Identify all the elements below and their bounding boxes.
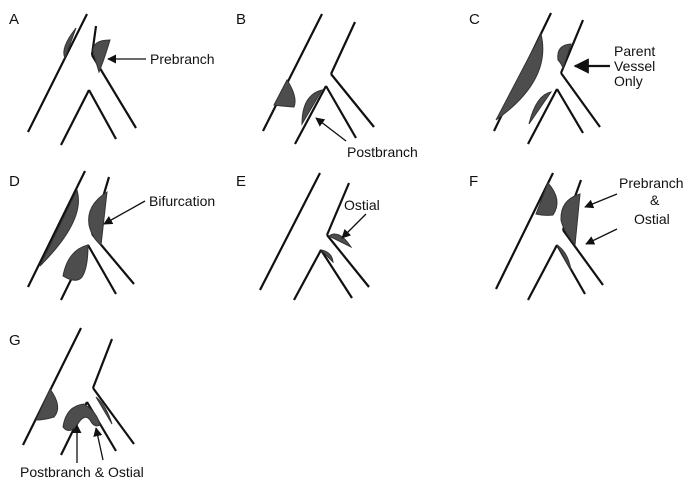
vessel-outline — [493, 12, 601, 145]
lesion-label: Prebranch — [150, 51, 215, 67]
vessel-outline — [22, 327, 135, 456]
lesion-label: Ostial — [344, 197, 380, 213]
vessel-outline — [27, 13, 137, 146]
lesion-label-line-3: Ostial — [634, 211, 670, 227]
panel-letter: G — [9, 332, 21, 349]
panel-letter: D — [9, 173, 20, 190]
label-arrow — [315, 117, 347, 142]
plaque-carina-right — [88, 191, 108, 246]
plaque-prebranch-ostial — [560, 193, 581, 247]
plaque-parent-left — [35, 388, 59, 421]
lesion-label-line-3: Only — [614, 73, 643, 89]
lesion-label-line-2: Vessel — [614, 58, 655, 74]
label-arrow-upper — [584, 193, 618, 209]
panel-b: B Postbranch — [236, 11, 418, 160]
lesion-label: Bifurcation — [149, 193, 215, 209]
panel-a: A Prebranch — [9, 11, 215, 146]
plaque-branch-carina — [62, 244, 89, 281]
label-arrow — [103, 200, 146, 225]
plaque-parent-left — [273, 79, 296, 108]
panel-letter: C — [469, 11, 480, 28]
panel-letter: F — [469, 173, 478, 190]
plaque-parent-left — [63, 27, 77, 60]
panel-c: C Parent Vessel Only — [469, 11, 655, 145]
lesion-label: Postbranch — [347, 144, 418, 160]
vessel-outline — [262, 13, 375, 145]
panel-d: D Bifurcation — [9, 170, 215, 301]
plaque-postbranch-ostial — [62, 403, 101, 431]
vessel-outline — [27, 170, 135, 301]
vessel-outline — [259, 172, 370, 301]
plaque-parent-long — [39, 188, 79, 267]
plaque-ostial-parent — [95, 396, 113, 425]
panel-letter: B — [236, 11, 246, 28]
lesion-label-line-1: Prebranch — [619, 175, 684, 191]
plaque-ostial-branch — [319, 249, 334, 264]
panel-letter: E — [236, 173, 246, 190]
lesion-label: Postbranch & Ostial — [20, 464, 144, 480]
plaque-parent-left — [535, 182, 558, 216]
plaque-branch-left — [528, 91, 553, 125]
plaque-ostial-branch — [556, 244, 572, 271]
panel-e: E Ostial — [236, 172, 380, 301]
panel-letter: A — [9, 11, 19, 28]
plaque-parent-long — [495, 32, 544, 121]
plaque-postbranch — [301, 89, 324, 126]
label-arrow-right — [93, 427, 104, 461]
plaque-ostial-parent — [328, 233, 353, 249]
lesion-label-line-2: & — [650, 192, 660, 208]
plaque-prebranch — [92, 39, 111, 74]
panel-g: G Postbranch & Ostial — [9, 327, 144, 480]
label-arrow-lower — [585, 228, 618, 245]
plaque-parent-right — [557, 43, 572, 70]
panel-f: F Prebranch & Ostial — [469, 172, 684, 301]
label-arrow — [341, 213, 367, 239]
lesion-label-line-1: Parent — [614, 43, 655, 59]
